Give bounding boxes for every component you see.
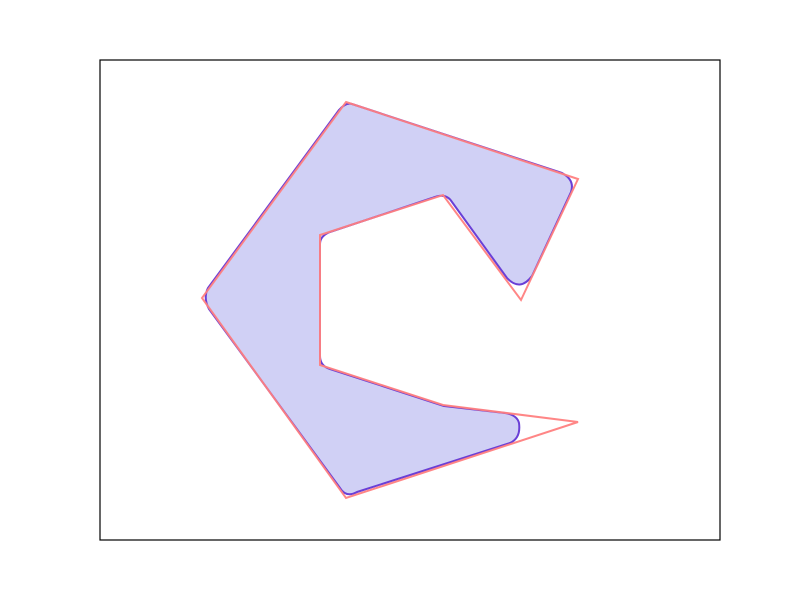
sharp-polygon-outline xyxy=(200,100,580,500)
axes-frame xyxy=(99,59,721,541)
